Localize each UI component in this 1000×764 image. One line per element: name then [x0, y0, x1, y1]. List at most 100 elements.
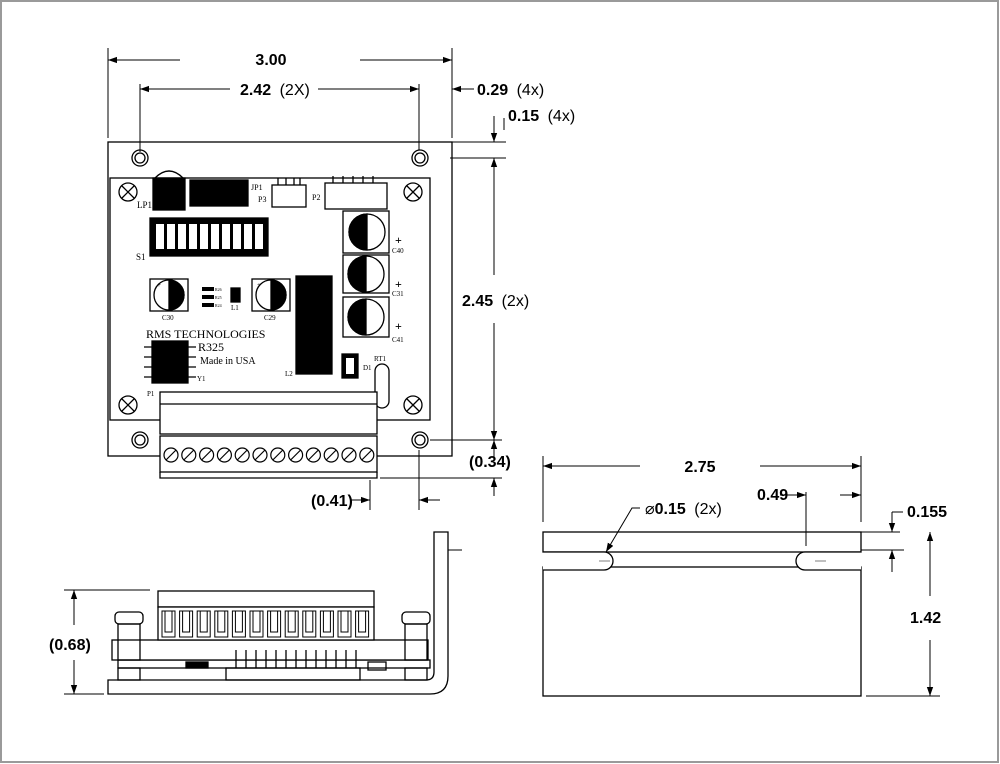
diameter-icon: ⌀ [645, 501, 655, 518]
dim-overall-width: 3.00 [255, 52, 286, 69]
terminal-screw-icon [288, 447, 304, 463]
component-jp1 [189, 179, 249, 207]
label-y1: Y1 [197, 375, 206, 383]
dim-side-height: (0.68) [49, 637, 91, 654]
dim-terminal-overhang: (0.34) [469, 454, 511, 471]
mounting-hole [131, 431, 149, 449]
mounting-hole [411, 149, 429, 167]
top-view-dimensions [107, 48, 506, 510]
terminal-slot [302, 610, 317, 638]
terminal-screw-icon [323, 447, 339, 463]
terminal-screw-icon [199, 447, 215, 463]
component-p2 [324, 182, 388, 210]
terminal-block [159, 391, 378, 435]
terminal-screw-icon [234, 447, 250, 463]
terminal-slot [231, 610, 246, 638]
component-lp1 [152, 177, 186, 211]
terminal-slot [267, 610, 282, 638]
side-terminal-slots [161, 610, 370, 638]
made-in-label: Made in USA [200, 356, 256, 367]
bracket-view-dimensions [542, 456, 940, 697]
top-view-dimension-text: 3.00 2.42 (2X) 0.29 (4x) 0.15 (4x) 2.45 … [240, 52, 575, 510]
dim-bracket-height: 1.42 [910, 610, 941, 627]
side-view-dimensions [64, 549, 462, 695]
capacitor-c41 [342, 296, 390, 338]
thermistor-rt1 [374, 363, 390, 409]
dim-flange-thickness: 0.155 [907, 504, 947, 521]
terminal-screw-icon [252, 447, 268, 463]
chip-l2 [295, 275, 333, 375]
terminal-slot [319, 610, 334, 638]
capacitor-c31 [342, 254, 390, 294]
standoff [114, 611, 144, 625]
terminal-screw-icon [216, 447, 232, 463]
terminal-slot [284, 610, 299, 638]
terminal-screw-icon [163, 447, 179, 463]
label-r26: R26 [215, 287, 222, 292]
label-r25: R25 [215, 295, 222, 300]
capacitor-c30 [149, 278, 189, 312]
screw-icon [118, 395, 138, 415]
terminal-slot [196, 610, 211, 638]
dim-terminal-offset: (0.41) [311, 493, 353, 510]
label-c29: C29 [264, 314, 276, 322]
ic-y1 [144, 340, 196, 384]
terminal-screw-icon [270, 447, 286, 463]
plus-mark: + [395, 319, 402, 333]
label-c31: C31 [392, 290, 404, 298]
screw-icon [118, 182, 138, 202]
dim-flange-width: 0.29 (4x) [477, 82, 544, 99]
label-r24: R24 [215, 303, 222, 308]
terminal-screw-icon [341, 447, 357, 463]
bracket-body [542, 566, 862, 697]
label-c40: C40 [392, 247, 404, 255]
bracket-view-dimension-text: 2.75 ⌀0.15 (2x) 0.49 0.155 1.42 [645, 459, 947, 627]
label-lp1: LP1 [137, 200, 152, 210]
pcb-board [109, 177, 431, 421]
bracket-view [542, 531, 862, 697]
dim-bracket-length: 2.75 [684, 459, 715, 476]
terminal-screw-icon [305, 447, 321, 463]
label-rt1: RT1 [374, 355, 387, 363]
company-name: RMS TECHNOLOGIES [146, 327, 265, 341]
label-c30: C30 [162, 314, 174, 322]
terminal-slot [214, 610, 229, 638]
terminal-slot [249, 610, 264, 638]
dim-slot-offset: 0.49 [757, 487, 788, 504]
top-view [107, 141, 453, 479]
component-p3 [271, 184, 307, 208]
label-l1: L1 [231, 304, 239, 312]
slot-left [543, 551, 614, 571]
dim-hole-offset: 0.15 (4x) [508, 108, 575, 125]
label-s1: S1 [136, 252, 146, 262]
terminal-screw-icon [359, 447, 375, 463]
terminal-slot [161, 610, 176, 638]
capacitor-c40 [342, 210, 390, 254]
standoff [401, 611, 431, 625]
screw-icon [403, 182, 423, 202]
side-terminal-block [157, 590, 375, 608]
plus-mark: + [395, 277, 402, 291]
label-p2: P2 [312, 193, 320, 202]
label-p1: P1 [147, 390, 155, 398]
bracket-flange [542, 531, 862, 553]
label-p3: P3 [258, 195, 266, 204]
capacitor-c29 [251, 278, 291, 312]
side-bracket [107, 531, 449, 695]
inductor-l1 [230, 287, 241, 303]
dim-hole-spacing-x: 2.42 (2X) [240, 82, 310, 99]
model-number: R325 [198, 340, 224, 354]
label-c41: C41 [392, 336, 404, 344]
terminal-slot [179, 610, 194, 638]
terminal-screw-icon [181, 447, 197, 463]
screw-icon [403, 395, 423, 415]
terminal-slot [355, 610, 370, 638]
plus-mark: + [157, 281, 161, 289]
slot-right [795, 551, 861, 571]
terminal-screws [163, 447, 375, 463]
label-jp1: JP1 [251, 183, 263, 192]
label-d1: D1 [363, 364, 372, 372]
dim-slot-diameter: ⌀0.15 (2x) [645, 501, 722, 518]
